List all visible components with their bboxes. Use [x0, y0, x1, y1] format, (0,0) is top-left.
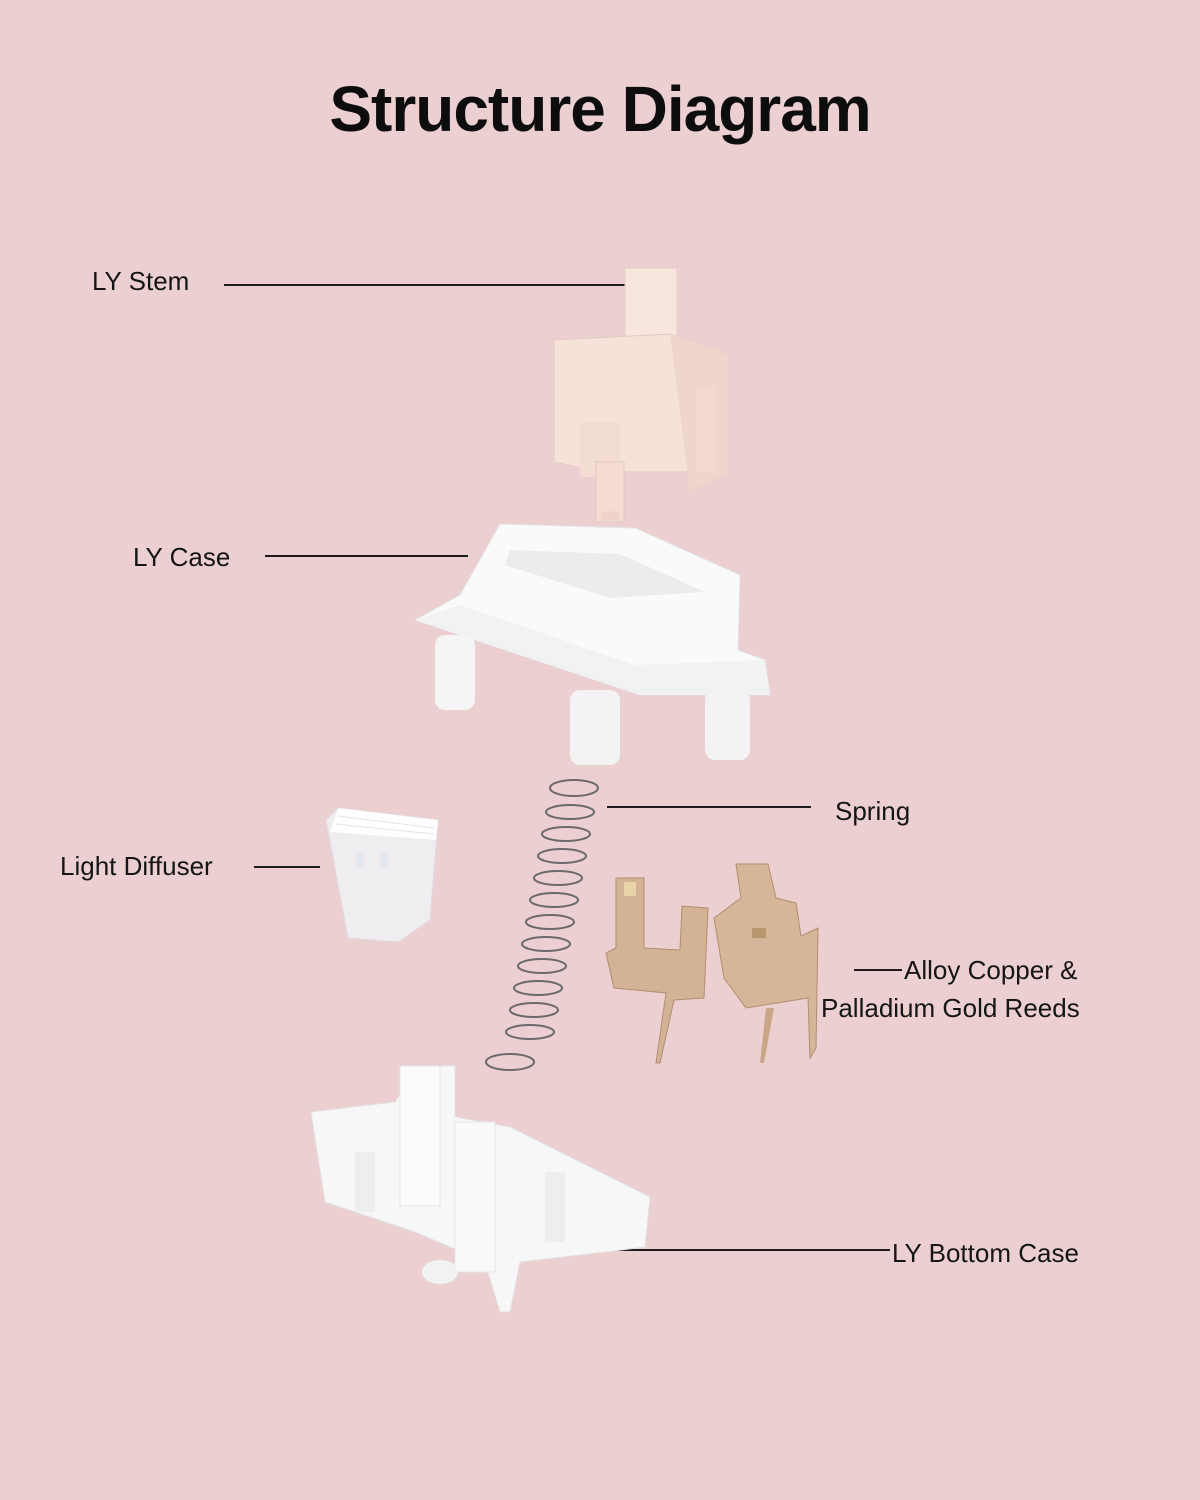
leader-line-case	[265, 555, 468, 557]
leader-line-reeds	[854, 969, 902, 971]
label-reeds-line2: Palladium Gold Reeds	[821, 993, 1080, 1023]
ly-stem-image	[553, 267, 729, 523]
leader-line-stem	[224, 284, 656, 286]
label-light-diffuser: Light Diffuser	[60, 851, 213, 881]
leader-line-bottom-case	[608, 1249, 890, 1251]
ly-bottom-case-image	[310, 1065, 651, 1313]
light-diffuser-image	[325, 807, 439, 943]
label-ly-bottom-case: LY Bottom Case	[892, 1238, 1079, 1268]
reeds-image	[605, 863, 819, 1064]
ly-case-image	[413, 523, 771, 765]
label-ly-stem: LY Stem	[92, 266, 190, 296]
label-ly-case: LY Case	[133, 542, 231, 572]
label-reeds-line1: Alloy Copper &	[904, 955, 1078, 985]
spring-image	[485, 779, 599, 1071]
leader-line-diffuser	[254, 866, 320, 868]
label-spring: Spring	[835, 796, 911, 826]
page-title: Structure Diagram	[329, 73, 871, 145]
leader-line-spring	[607, 806, 811, 808]
